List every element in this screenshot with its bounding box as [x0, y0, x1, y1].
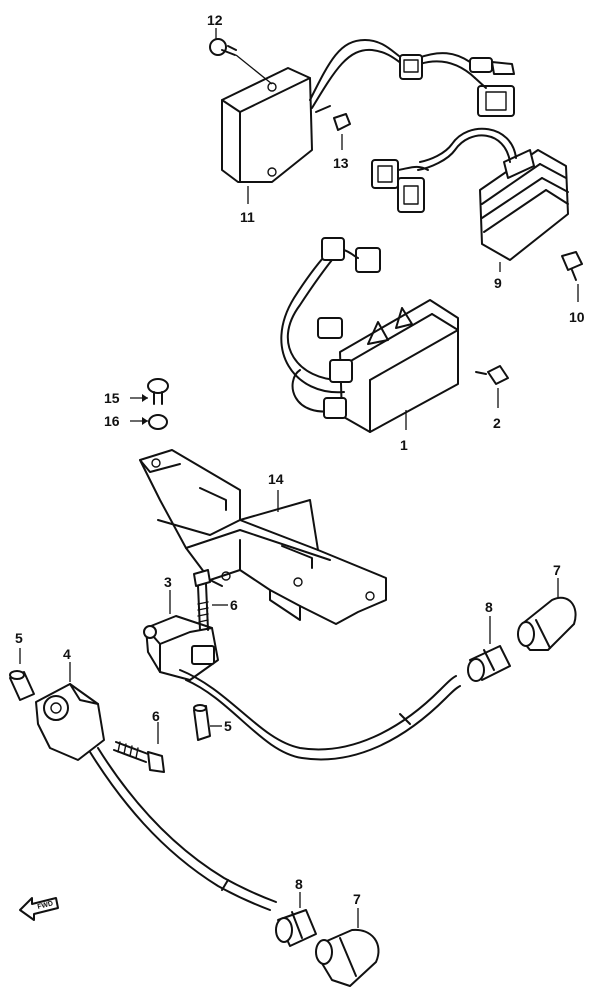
callout-16: 16: [104, 413, 120, 429]
front-marker-label: FWD: [37, 900, 54, 911]
callout-12: 12: [207, 12, 223, 28]
part-8-seal-upper: [467, 616, 511, 682]
part-2-screw: [475, 365, 509, 408]
part-14-bracket: [139, 449, 387, 625]
part-3-ignition-coil: [143, 590, 461, 761]
part-12-screw: [209, 38, 273, 85]
part-16-washer: [130, 414, 168, 430]
part-1-cdi-unit: [280, 237, 459, 433]
callout-8-lower: 8: [295, 876, 303, 892]
part-9-regulator: [371, 127, 569, 261]
part-6-bolt-lower: [113, 722, 165, 773]
part-5-pin-left: [9, 648, 35, 701]
part-10-screw: [561, 251, 583, 302]
callout-6-upper: 6: [230, 597, 238, 613]
callout-2: 2: [493, 415, 501, 431]
part-13-nut: [333, 113, 351, 150]
part-15-bolt: [130, 378, 169, 405]
callout-13: 13: [333, 155, 349, 171]
part-7-plug-cap-upper: [517, 578, 577, 651]
part-4-ignition-coil: [35, 662, 277, 911]
callout-14: 14: [268, 471, 284, 487]
front-direction-arrow: FWD: [19, 897, 59, 921]
callout-10: 10: [569, 309, 585, 325]
callout-11: 11: [240, 209, 255, 225]
part-8-seal-lower: [275, 892, 317, 947]
callout-7-upper: 7: [553, 562, 561, 578]
callout-9: 9: [494, 275, 502, 291]
part-7-plug-cap-lower: [315, 908, 380, 987]
callout-15: 15: [104, 390, 120, 406]
part-5-pin-center: [193, 704, 222, 741]
callout-5-center: 5: [224, 718, 232, 734]
callout-5-left: 5: [15, 630, 23, 646]
callout-3: 3: [164, 574, 172, 590]
callout-1: 1: [400, 437, 408, 453]
callout-7-lower: 7: [353, 891, 361, 907]
callout-8-upper: 8: [485, 599, 493, 615]
part-11-module: [221, 39, 515, 183]
callout-4: 4: [63, 646, 71, 662]
callout-6-lower: 6: [152, 708, 160, 724]
part-6-bolt-upper: [193, 569, 228, 631]
